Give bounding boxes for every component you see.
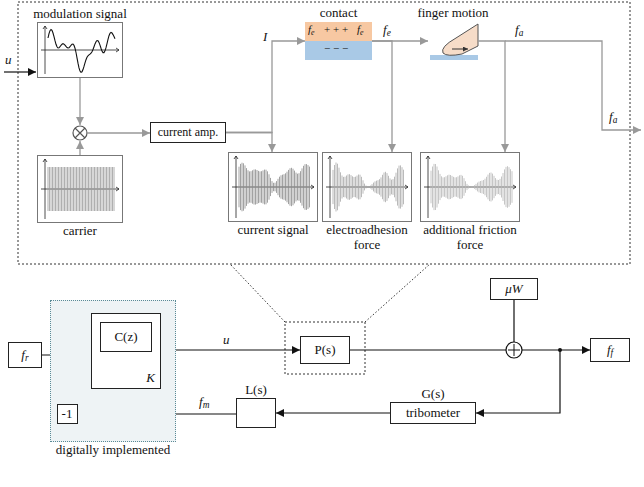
signal-label: u [4,53,13,67]
signal-arrow [226,41,305,133]
output-arrow [505,41,641,130]
plot-box: additional friction force [420,152,520,222]
node-text: tribometer [406,406,460,421]
signal-trace [48,30,115,73]
node-text-subscript: r [25,353,29,363]
edge-label: u [222,333,231,347]
signal-arrow [372,41,392,152]
digital-region: digitally implementedKC(z)-1 [50,300,176,442]
node-text: modulation signal [20,7,140,22]
reference-box: fr [8,342,42,368]
process-box: current amp. [150,122,226,143]
load-box: μW [490,278,538,300]
signal-line [87,132,150,133]
signal-label-subscript: a [613,115,618,125]
signal-label: fe [356,23,365,35]
plot-box: current signal [228,152,318,222]
signal-trace [239,163,310,212]
controller-box: K C(z) [91,313,161,389]
node-text: contact [320,6,358,21]
node-text: -1 [62,407,73,422]
multiplier-symbol [75,128,85,138]
node-text: finger motion [417,6,488,21]
signal-arrow [276,412,390,413]
signal-trace [48,167,114,211]
plot-axes [41,26,119,74]
sensor-box: G(s)tribometer [390,402,476,424]
plant-frame [285,322,365,374]
signal-trace [431,164,512,210]
plot-box: modulation signal [37,22,123,78]
signal-line [79,141,80,155]
signal-label-subscript: e [360,28,364,37]
node-text: μW [505,282,522,297]
node-text: P(s) [315,343,336,358]
surface [430,55,478,60]
finger-figure: finger motion [428,22,478,60]
signal-label: fe [307,23,316,35]
plot-axes [326,156,408,218]
gain-box: -1 [57,404,78,424]
signal-arrow [161,349,300,350]
plot-axes [424,156,516,218]
node-text: L(s) [245,383,267,398]
node-text: current signal [226,223,320,238]
edge-label: I [262,30,268,44]
edge-label: fe [382,23,392,37]
signal-line [42,300,590,403]
feedback-line [476,350,560,413]
node-text: electroadhesion force [320,223,414,253]
signal-label: fa [608,110,618,124]
edge-label-subscript: e [387,28,391,38]
node-text: K [146,371,155,386]
edge-label-subscript: m [203,400,210,410]
signal-arrow [478,41,505,152]
node-text: G(s) [421,387,444,402]
node-text: fr [21,348,28,363]
input-arrow [4,71,36,72]
signal-line [79,78,80,125]
plot-axes [232,156,314,218]
zoom-line [230,264,430,322]
node-text: digitally implemented [56,443,170,458]
node-text: C(z) [114,330,137,345]
edge-label: fm [198,395,210,409]
node-text: current amp. [158,126,219,140]
output-box: ff [590,338,630,362]
transfer-box: C(z) [100,322,152,352]
plant-box: P(s) [300,336,350,364]
multiplier-symbol [73,126,87,140]
junction-dot [558,348,562,352]
motion-arrow [452,49,468,50]
plot-axes [41,159,119,219]
edge-label: fa [514,23,524,37]
node-text: carrier [30,224,130,239]
signal-label: + + + [323,23,349,35]
node-text-subscript: f [611,348,614,358]
signal-trace [333,163,404,212]
signal-label: − − − [323,42,349,54]
plot-box: electroadhesion force [322,152,412,222]
finger-drawing [443,24,478,55]
sum-junction [508,344,520,356]
sum-junction [506,342,522,358]
signal-arrow [226,133,272,153]
filter-box: L(s) [236,398,276,428]
edge-label-subscript: a [519,28,524,38]
node-text: additional friction force [418,223,522,253]
signal-label-subscript: e [311,28,315,37]
node-text: ff [607,343,613,358]
plot-box: carrier [37,155,123,223]
